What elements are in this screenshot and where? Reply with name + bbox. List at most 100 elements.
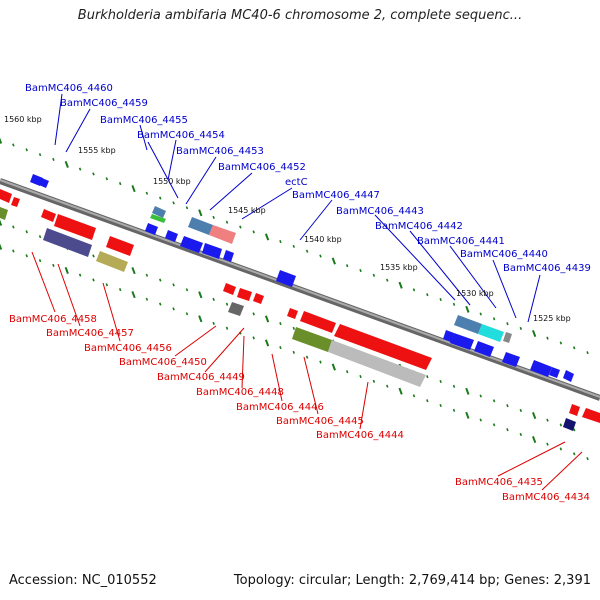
scale-tick [0,243,3,250]
scale-tick [92,254,95,258]
gene-label: BamMC406_4456 [84,343,172,354]
scale-label: 1560 kbp [4,115,42,124]
scale-tick [572,346,576,350]
scale-tick [264,315,270,323]
scale-tick [78,273,82,277]
accession-label: Accession: NC_010552 [9,573,157,588]
scale-tick [506,428,509,432]
scale-tick [331,363,336,371]
scale-tick [159,302,162,306]
scale-tick [225,326,229,330]
scale-tick [0,219,3,226]
scale-tick [532,329,537,338]
scale-tick [185,206,189,210]
genome-summary: Topology: circular; Length: 2,769,414 bp… [233,573,591,588]
scale-tick [372,273,376,277]
scale-tick [252,230,255,234]
scale-tick [279,240,282,244]
scale-tick [546,418,549,422]
scale-tick [426,375,429,379]
reverse-leader-lines [31,251,583,491]
scale-tick [239,225,242,229]
scale-tick [64,160,69,168]
gene-label: BamMC406_4460 [25,83,113,94]
scale-label: 1530 kbp [456,289,494,298]
scale-tick [225,302,229,306]
scale-tick [386,278,389,282]
scale-tick [398,281,403,289]
gene-label: BamMC406_4446 [236,402,324,413]
scale-tick [465,305,470,313]
gene-label: BamMC406_4445 [276,416,364,427]
gene-label: BamMC406_4452 [218,162,306,173]
scale-tick [452,408,456,412]
scale-tick [479,394,482,398]
scale-tick [212,321,215,325]
scale-label: 1535 kbp [380,263,418,272]
scale-label: 1525 kbp [533,314,571,323]
scale-tick [492,317,496,321]
scale-tick [252,312,255,316]
scale-tick [331,257,336,265]
scale-tick [452,384,456,388]
scale-tick [172,307,175,311]
scale-tick [92,172,95,176]
scale-tick [492,423,496,427]
gene-label: BamMC406_4459 [60,98,148,109]
scale-tick [264,339,270,347]
scale-tick [252,336,255,340]
scale-tick [465,411,470,419]
scale-tick [559,341,563,345]
scale-label: 1550 kbp [153,177,191,186]
scale-tick [292,350,296,354]
scale-tick [319,254,322,258]
scale-tick [506,322,509,326]
scale-tick [479,312,482,316]
gene-label: BamMC406_4454 [137,130,225,141]
scale-tick [12,143,15,147]
scale-tick [52,157,55,161]
scale-tick [319,360,322,364]
scale-tick [439,297,442,302]
scale-tick [586,457,589,461]
scale-tick [105,177,109,181]
scale-tick [305,249,309,253]
gene-label: BamMC406_4435 [455,477,543,488]
scale-tick [572,452,576,456]
scale-label: 1540 kbp [304,235,342,244]
reverse-features [0,189,600,431]
scale-tick [546,336,549,340]
scale-tick [159,196,162,200]
scale-tick [131,291,136,299]
scale-tick [198,209,203,217]
scale-tick [131,267,136,275]
scale-tick [479,418,482,422]
forward-features [30,174,574,382]
scale-tick [305,355,309,359]
scale-tick [198,315,203,323]
gene-label: BamMC406_4453 [176,146,264,157]
scale-tick [172,201,175,205]
scale-tick [519,408,523,413]
scale-tick [532,435,537,444]
scale-tick [412,394,416,398]
scale-tick [25,148,28,152]
scale-tick [439,379,442,384]
scale-label: 1555 kbp [78,146,116,155]
scale-tick [492,399,496,403]
scale-tick [279,346,282,350]
scale-tick [559,447,563,451]
scale-tick [172,283,175,287]
scale-tick [279,322,282,326]
chromosome-backbone-highlight [0,179,600,398]
scale-tick [292,244,296,248]
gene-label: BamMC406_4450 [119,357,207,368]
scale-tick [185,288,189,292]
gene-label: BamMC406_4449 [157,372,245,383]
gene-label: BamMC406_4458 [9,314,97,325]
reverse-gene-labels: BamMC406_4458 BamMC406_4457 BamMC406_445… [9,314,590,503]
scale-tick [506,404,509,408]
scale-tick [426,293,429,297]
scale-tick [264,233,270,241]
